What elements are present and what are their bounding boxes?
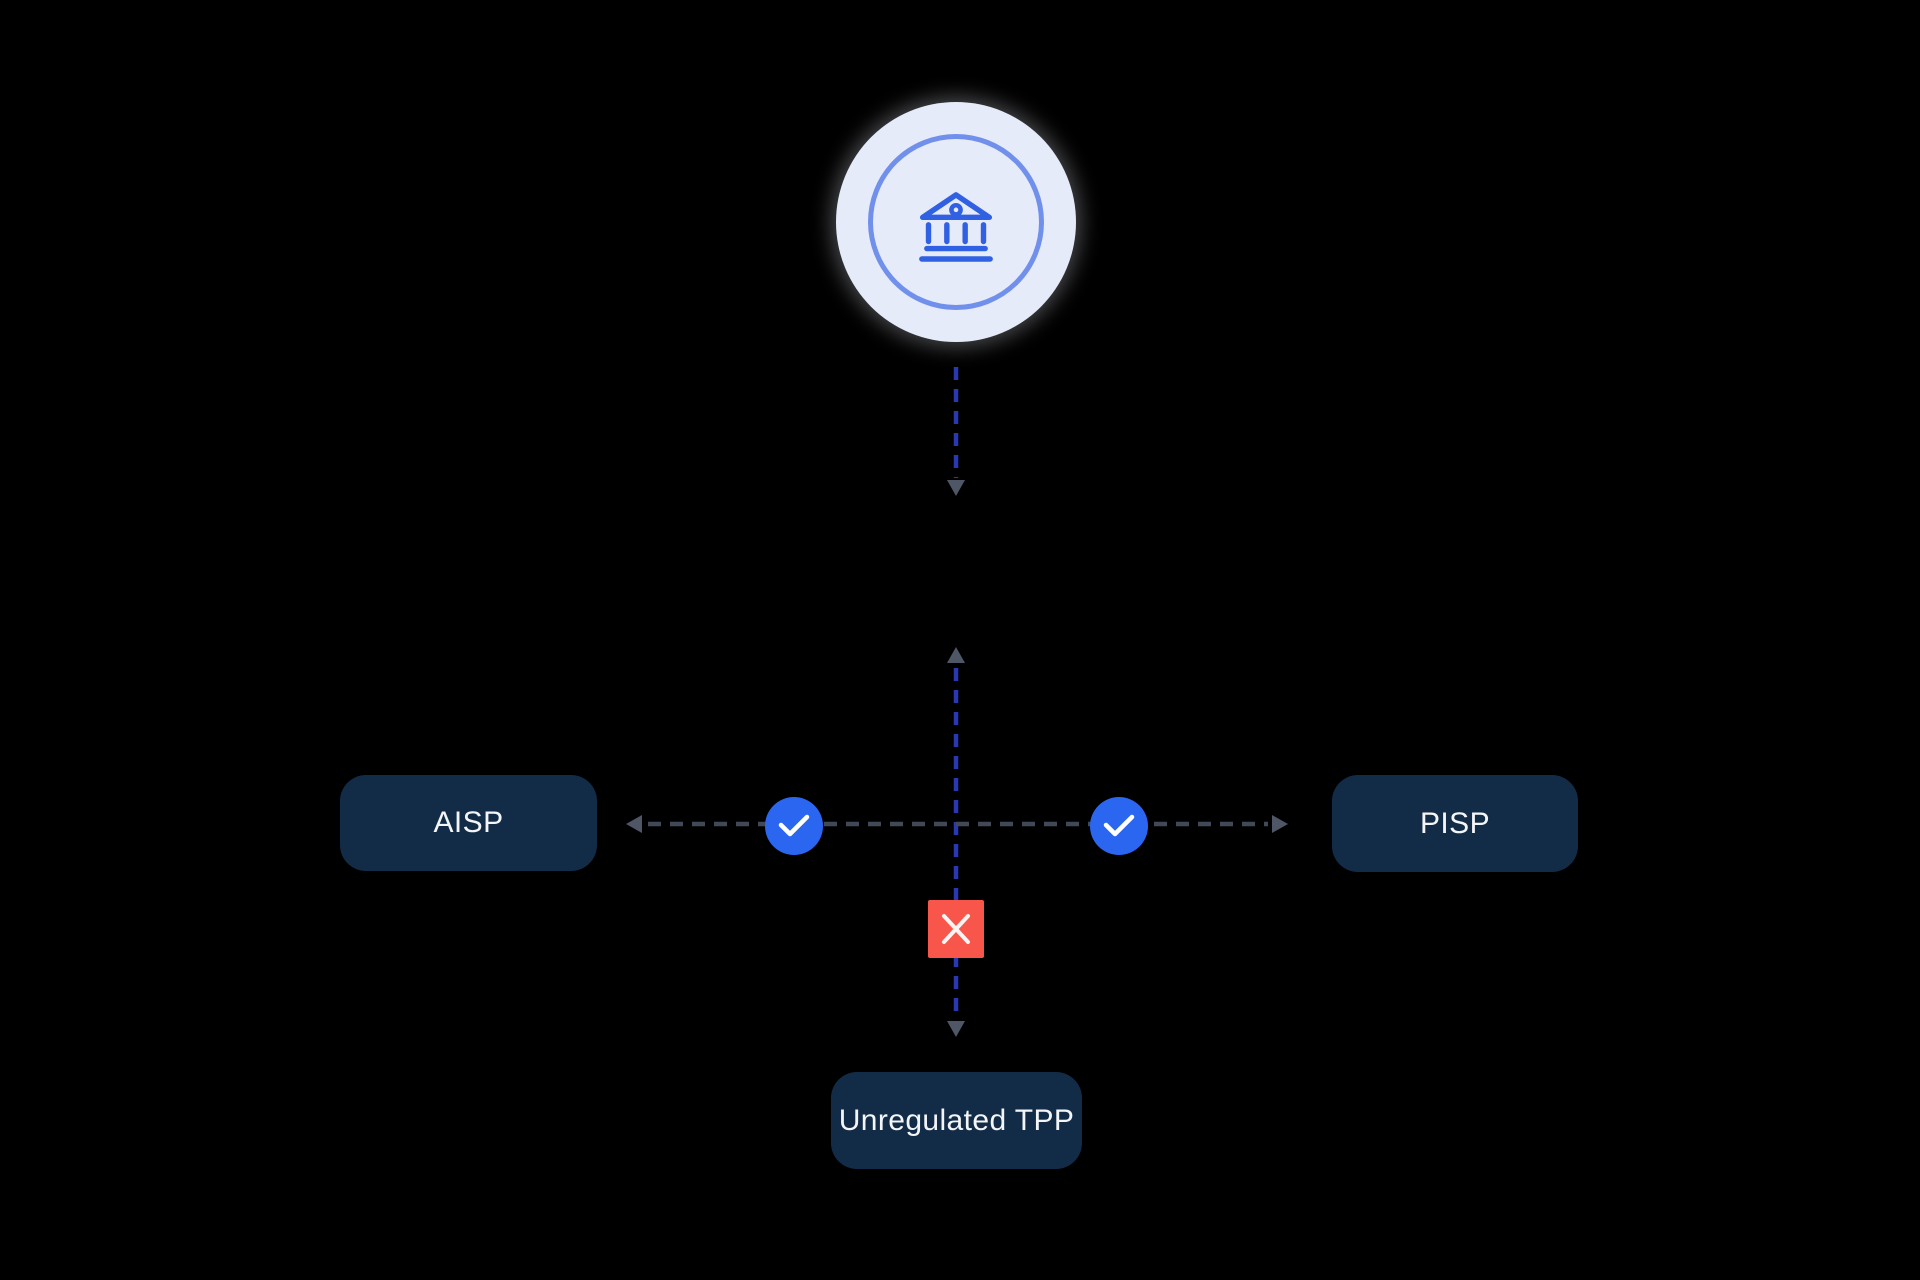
arrow-up-icon <box>947 647 965 663</box>
cross-icon <box>942 914 970 944</box>
arrow-right-icon <box>1272 815 1288 833</box>
node-unregulated-tpp: Unregulated TPP <box>831 1072 1082 1169</box>
bank-ring <box>868 134 1044 310</box>
arrow-left-icon <box>626 815 642 833</box>
check-icon <box>778 814 810 837</box>
node-unregulated-tpp-label: Unregulated TPP <box>838 1103 1075 1137</box>
check-badge-aisp <box>765 797 823 855</box>
node-pisp: PISP <box>1332 775 1578 872</box>
cross-badge-unregulated-tpp <box>928 900 984 958</box>
check-badge-pisp <box>1090 797 1148 855</box>
check-icon <box>1103 814 1135 837</box>
node-aisp: AISP <box>340 775 597 871</box>
node-aisp-label: AISP <box>433 806 504 839</box>
bank-node <box>836 102 1076 342</box>
bank-icon <box>919 192 993 262</box>
arrow-down-icon <box>947 1021 965 1037</box>
arrow-down-icon <box>947 480 965 496</box>
node-pisp-label: PISP <box>1420 806 1490 840</box>
